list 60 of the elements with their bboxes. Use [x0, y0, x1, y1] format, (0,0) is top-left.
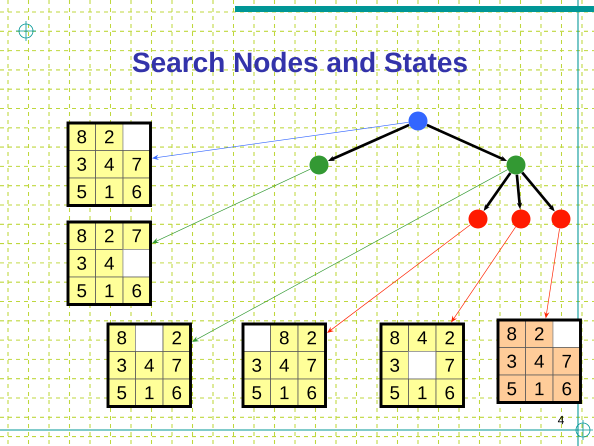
puzzle-tile: 2 — [436, 324, 464, 352]
tree-node-circle — [408, 112, 428, 130]
puzzle-board — [106, 322, 192, 408]
puzzle-tile: 6 — [122, 276, 151, 305]
puzzle-tile: 6 — [162, 378, 191, 407]
puzzle-tile: 3 — [498, 347, 526, 376]
puzzle-tile: 6 — [298, 378, 326, 407]
puzzle-tile: 3 — [68, 150, 96, 178]
puzzle-tile: 2 — [95, 222, 124, 250]
puzzle-tile: 4 — [95, 249, 124, 278]
puzzle-board — [66, 220, 152, 306]
puzzle-tile: 1 — [408, 378, 436, 407]
blank-tile — [122, 122, 151, 151]
puzzle-tile: 7 — [162, 351, 191, 380]
puzzle-tile: 2 — [95, 122, 124, 151]
puzzle-tile: 7 — [552, 347, 581, 376]
puzzle-tile: 2 — [298, 324, 326, 352]
puzzle-tile: 3 — [380, 351, 409, 380]
puzzle-board — [242, 322, 327, 408]
puzzle-tile: 7 — [122, 150, 151, 178]
puzzle-board — [380, 322, 465, 408]
puzzle-board — [66, 122, 152, 207]
puzzle-tile: 4 — [135, 351, 164, 380]
puzzle-tile: 1 — [270, 378, 298, 407]
puzzle-tile: 1 — [525, 374, 554, 403]
blank-tile — [122, 249, 151, 278]
puzzle-tile: 6 — [436, 378, 464, 407]
tree-node-circle — [552, 210, 570, 228]
puzzle-tile: 7 — [298, 351, 326, 380]
blank-tile — [408, 351, 436, 380]
puzzle-tile: 5 — [68, 178, 96, 206]
tree-node-circle — [506, 156, 526, 174]
puzzle-tile: 4 — [270, 351, 298, 380]
puzzle-tile: 4 — [525, 347, 554, 376]
puzzle-tile: 3 — [68, 249, 96, 278]
puzzle-tile: 8 — [270, 324, 298, 352]
puzzle-tile: 7 — [122, 222, 151, 250]
puzzle-board — [496, 318, 582, 404]
puzzle-tile: 5 — [380, 378, 409, 407]
puzzle-tile: 1 — [135, 378, 164, 407]
puzzle-tile: 1 — [95, 276, 124, 305]
tree-node-circle — [468, 210, 488, 228]
puzzle-tile: 4 — [408, 324, 436, 352]
puzzle-tile: 6 — [552, 374, 581, 403]
blank-tile — [552, 320, 581, 348]
puzzle-tile: 2 — [525, 320, 554, 348]
puzzle-tile: 5 — [242, 378, 271, 407]
puzzle-tile: 3 — [242, 351, 271, 380]
puzzle-tile: 5 — [68, 276, 96, 305]
puzzle-tile: 6 — [122, 178, 151, 206]
puzzle-tile: 1 — [95, 178, 124, 206]
puzzle-tile: 7 — [436, 351, 464, 380]
puzzle-tile: 5 — [498, 374, 526, 403]
page-number: 4 — [558, 416, 564, 424]
tree-node-circle — [310, 156, 328, 174]
puzzle-tile: 3 — [108, 351, 136, 380]
tree-node-circle — [512, 210, 530, 228]
slide-title: Search Nodes and States — [132, 52, 467, 72]
puzzle-tile: 4 — [95, 150, 124, 178]
blank-tile — [135, 324, 164, 352]
